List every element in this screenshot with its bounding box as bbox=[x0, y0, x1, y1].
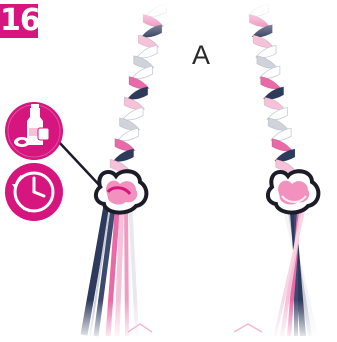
braid-segment bbox=[127, 87, 147, 100]
stopwatch-clock-icon bbox=[5, 163, 63, 221]
braid-segment bbox=[272, 139, 292, 152]
braid-segment bbox=[257, 56, 277, 69]
variant-label: A bbox=[192, 40, 210, 71]
braid-segment bbox=[113, 149, 133, 162]
braid-segment bbox=[123, 108, 143, 121]
braid-segment bbox=[137, 45, 157, 58]
braid-segment bbox=[268, 118, 288, 131]
braid-segment bbox=[261, 76, 281, 89]
braid-segment bbox=[132, 66, 152, 79]
braid-segment bbox=[118, 128, 138, 141]
right-bead bbox=[268, 171, 318, 212]
left-bead bbox=[96, 171, 146, 212]
glue-and-bead-supplies-icon bbox=[5, 102, 63, 160]
braid-segment bbox=[264, 97, 284, 110]
step-number-badge: 16 bbox=[0, 4, 38, 38]
braid-segment bbox=[276, 159, 296, 172]
pointer-line bbox=[58, 141, 102, 188]
